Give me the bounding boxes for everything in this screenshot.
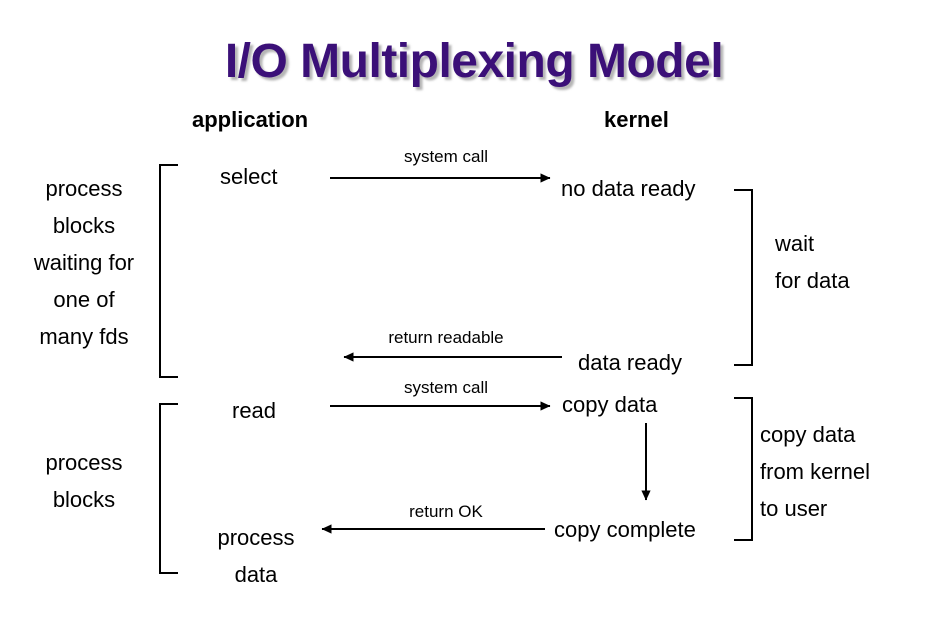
node-read: read [232, 398, 277, 423]
column-heading-application: application [192, 107, 309, 132]
column-heading-kernel: kernel [604, 107, 669, 132]
annotation-process-blocks-waiting: process blocks waiting for one of many f… [18, 170, 150, 355]
annotation-left-top-line-3: waiting for [33, 250, 135, 275]
arrow-label-system-call-select: system call [403, 147, 489, 166]
node-copy-data: copy data [562, 392, 658, 417]
annotation-left-bottom-line-2: blocks [52, 487, 116, 512]
annotation-right-top-line-1: wait [775, 231, 815, 256]
bracket-left-bottom [159, 403, 178, 574]
arrow-label-return-ok: return OK [409, 502, 483, 521]
annotation-left-top-line-1: process [45, 176, 123, 201]
node-process-data-line-1: process [217, 525, 295, 550]
annotation-right-bottom-line-3: to user [760, 496, 828, 521]
annotation-process-blocks: process blocks [22, 444, 146, 518]
annotation-right-bottom-line-1: copy data [760, 422, 856, 447]
annotation-left-bottom-line-1: process [45, 450, 123, 475]
bracket-left-top [159, 164, 178, 378]
annotation-left-top-line-4: one of [53, 287, 115, 312]
bracket-right-top [734, 189, 753, 366]
node-select: select [220, 164, 278, 189]
node-data-ready: data ready [578, 350, 682, 375]
annotation-left-top-line-2: blocks [52, 213, 116, 238]
node-no-data-ready: no data ready [561, 176, 696, 201]
annotation-copy-data-from-kernel: copy data from kernel to user [760, 416, 870, 527]
arrow-label-return-readable: return readable [388, 328, 504, 347]
page-title: I/O Multiplexing Model [224, 35, 724, 88]
node-copy-complete: copy complete [554, 517, 696, 542]
annotation-left-top-line-5: many fds [39, 324, 129, 349]
annotation-right-top-line-2: for data [775, 268, 850, 293]
node-process-data-line-2: data [234, 562, 278, 587]
node-process-data: process data [199, 519, 313, 593]
bracket-right-bottom [734, 397, 753, 541]
arrow-label-system-call-read: system call [403, 378, 489, 397]
annotation-wait-for-data: wait for data [775, 225, 850, 299]
annotation-right-bottom-line-2: from kernel [760, 459, 871, 484]
